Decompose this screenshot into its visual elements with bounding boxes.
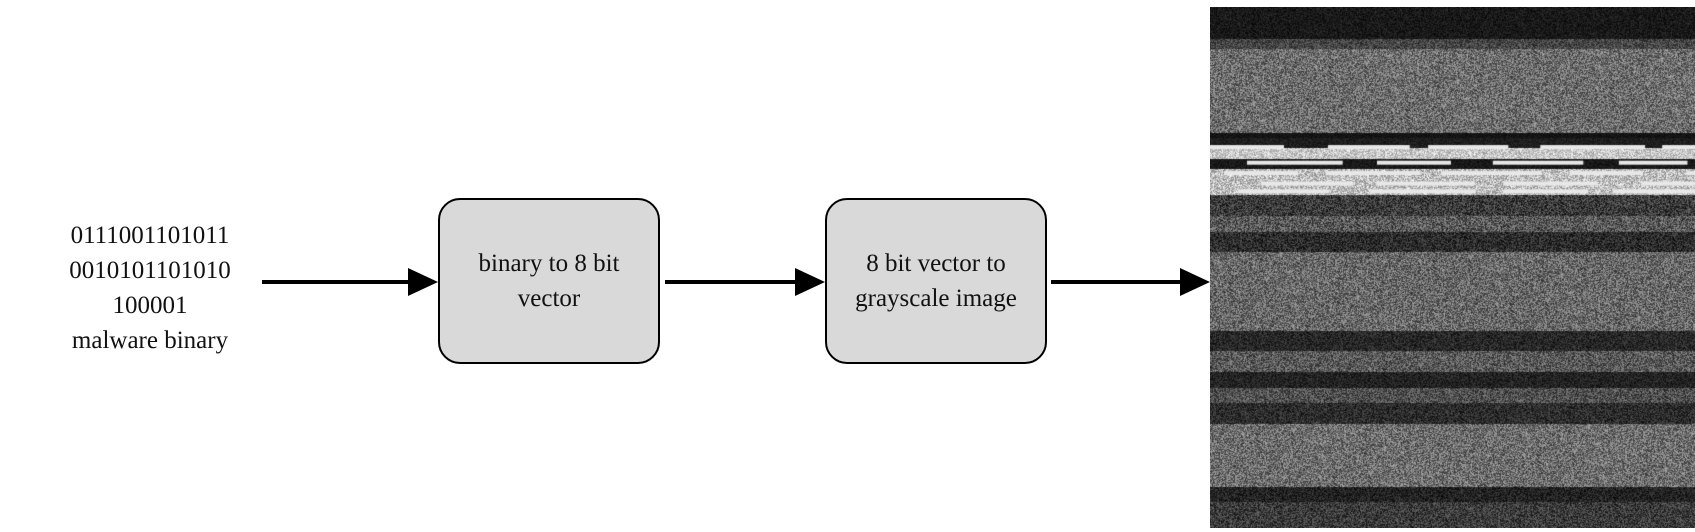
vector-to-image-label: 8 bit vector to grayscale image <box>855 250 1017 312</box>
grayscale-image-canvas <box>1210 7 1695 528</box>
binary-line-1: 0111001101011 <box>70 222 230 249</box>
vector-to-image-step: 8 bit vector to grayscale image <box>825 198 1047 364</box>
arrowhead-step1 <box>408 268 438 296</box>
grayscale-image-icon <box>1210 7 1695 528</box>
binary-line-2: 0010101101010 <box>69 257 231 284</box>
malware-binary-input: 0111001101011 0010101101010 100001 malwa… <box>30 218 270 358</box>
arrowhead-image <box>1180 268 1210 296</box>
binary-to-vector-label: binary to 8 bit vector <box>478 250 620 312</box>
arrowhead-step2 <box>795 268 825 296</box>
binary-to-vector-step: binary to 8 bit vector <box>438 198 660 364</box>
input-label: malware binary <box>71 327 229 354</box>
binary-line-3: 100001 <box>112 292 188 319</box>
